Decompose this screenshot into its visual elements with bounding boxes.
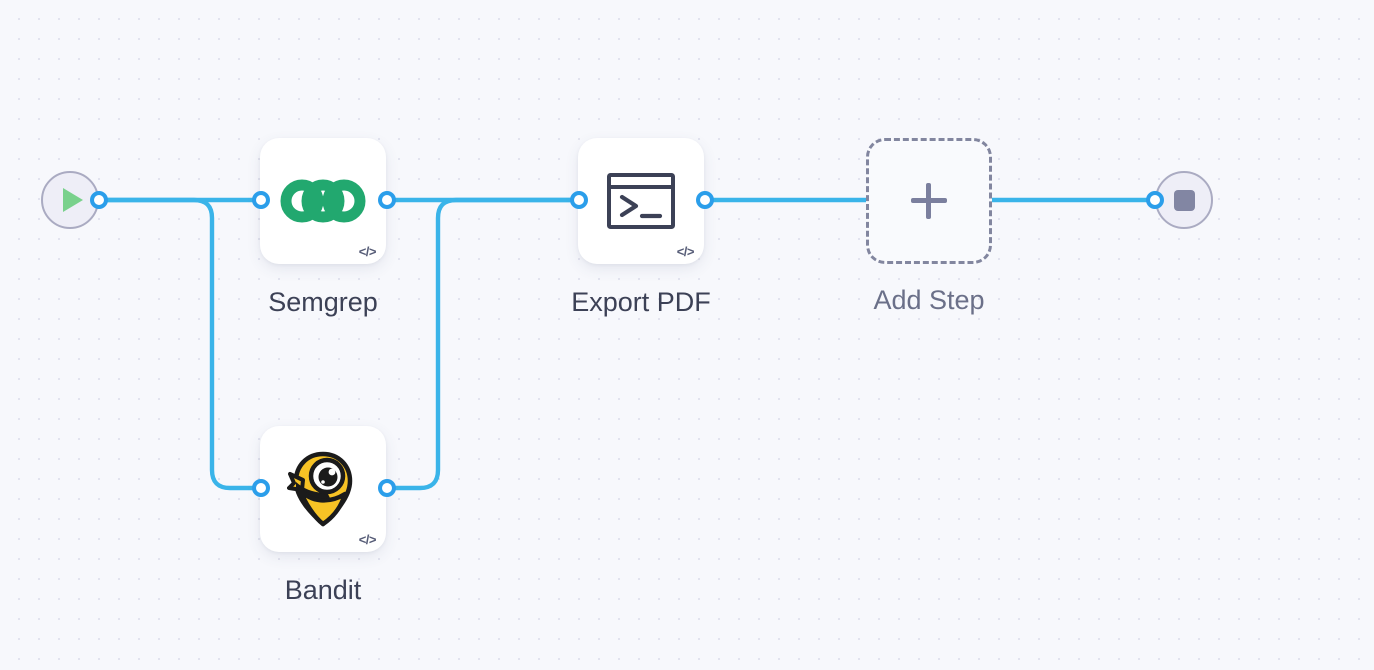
start-node[interactable] [41,171,99,229]
semgrep-rings-icon [280,179,366,223]
node-label-add-step: Add Step [873,285,985,315]
port-bandit-out[interactable] [378,479,396,497]
console-window-icon [607,173,675,229]
terminal-icon [578,138,704,264]
bandit-mascot-icon [287,451,353,527]
node-label-semgrep: Semgrep [268,287,378,317]
port-end-in[interactable] [1146,191,1164,209]
plus-icon [911,183,947,219]
node-bandit[interactable]: </> [260,426,386,552]
node-semgrep[interactable]: </> [260,138,386,264]
code-badge-icon: </> [676,244,695,259]
semgrep-logo-icon [260,138,386,264]
bandit-logo-icon [260,426,386,552]
port-bandit-in[interactable] [252,479,270,497]
node-export-pdf[interactable]: </> [578,138,704,264]
code-badge-icon: </> [358,532,377,547]
node-label-bandit: Bandit [284,575,362,605]
node-label-export-pdf: Export PDF [571,287,711,317]
port-semgrep-in[interactable] [252,191,270,209]
add-step-button[interactable] [866,138,992,264]
play-icon [62,188,83,212]
port-exportpdf-in[interactable] [570,191,588,209]
stop-icon [1173,189,1195,211]
port-semgrep-out[interactable] [378,191,396,209]
edge-start-to-bandit [96,197,264,491]
port-exportpdf-out[interactable] [696,191,714,209]
port-start-out[interactable] [90,191,108,209]
code-badge-icon: </> [358,244,377,259]
edge-bandit-to-exportpdf [384,197,582,491]
